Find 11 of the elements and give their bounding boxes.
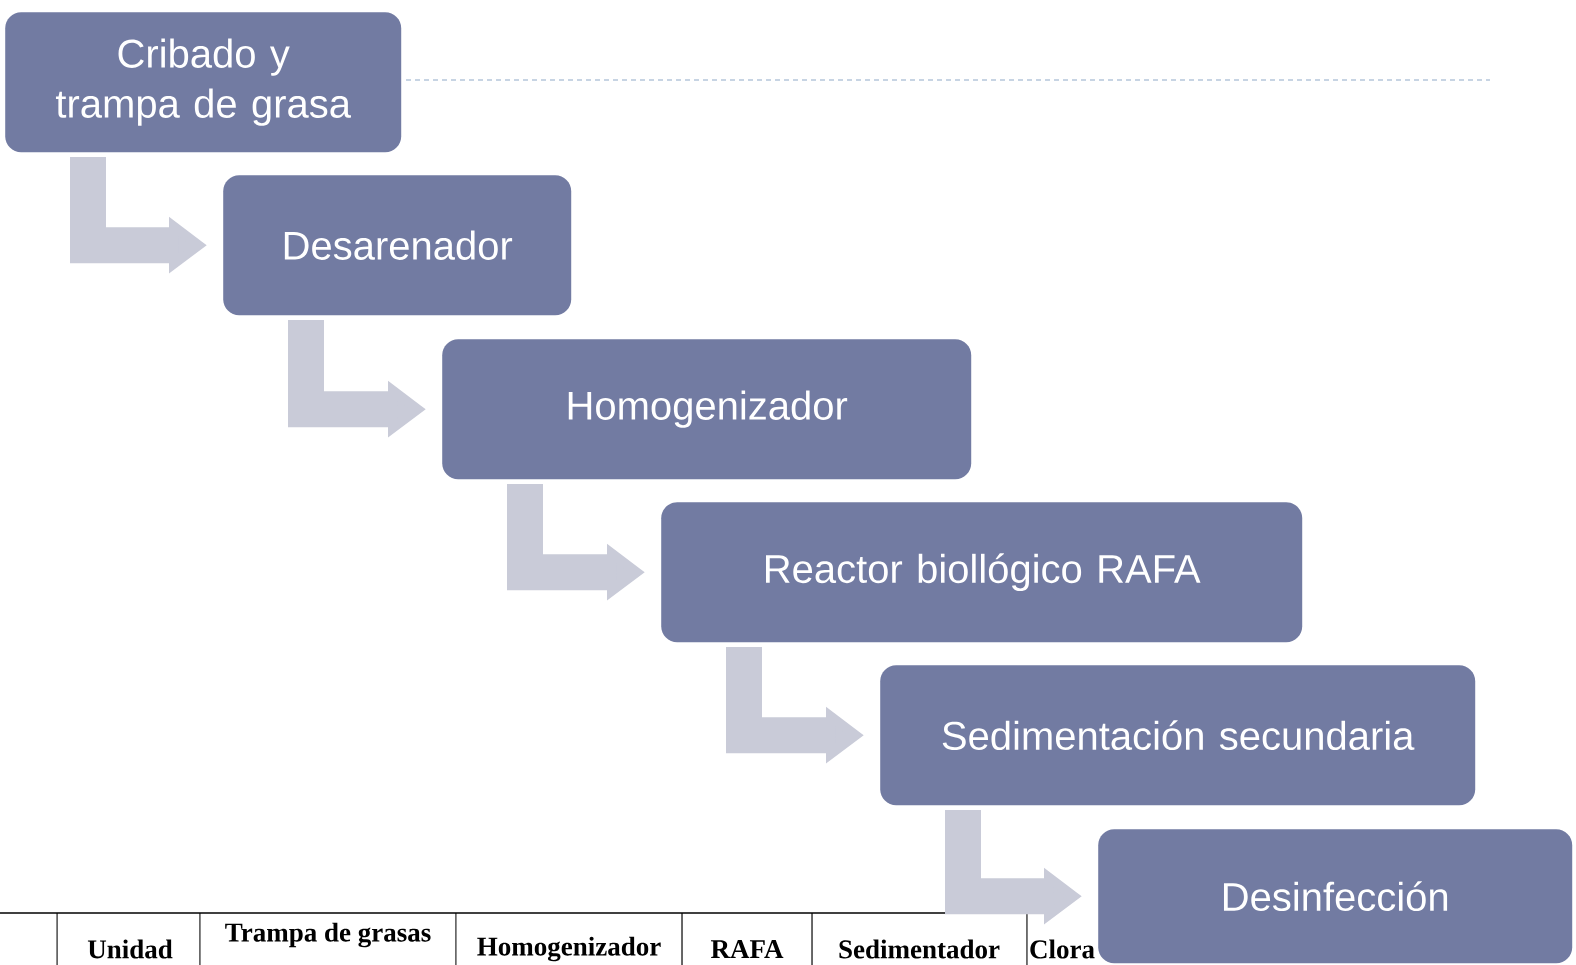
table-header: RAFA (710, 940, 784, 958)
process-box: Desarenador (223, 175, 572, 316)
process-box: Homogenizador (442, 339, 972, 480)
table-header: Homogenizador (477, 936, 661, 962)
table-header: Sedimentador (839, 939, 1000, 959)
process-box: Desinfección (1098, 829, 1573, 964)
table-header: Trampa de grasas (225, 922, 431, 948)
process-box: Sedimentación secundaria (880, 665, 1476, 806)
process-box: Reactor biollógico RAFA (661, 502, 1303, 643)
process-box: Cribado y trampa de grasa (5, 12, 402, 153)
table-header: Unidad (87, 939, 173, 959)
